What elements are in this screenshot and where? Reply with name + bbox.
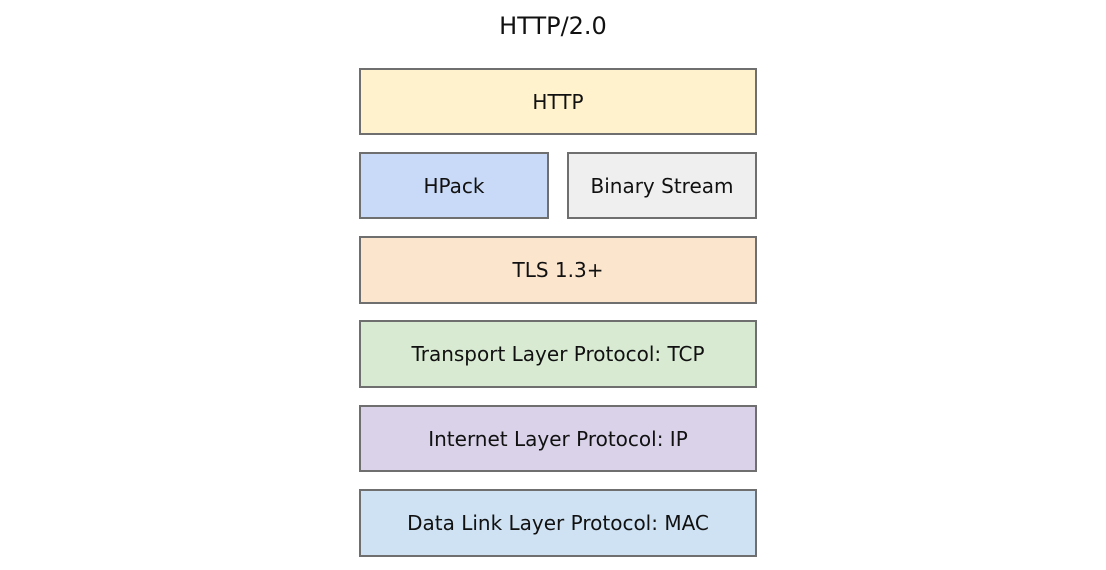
transport-layer-label: Transport Layer Protocol: TCP bbox=[411, 342, 705, 366]
transport-layer-box: Transport Layer Protocol: TCP bbox=[359, 320, 757, 388]
binary-stream-layer-box: Binary Stream bbox=[567, 152, 757, 219]
http-layer-box: HTTP bbox=[359, 68, 757, 135]
internet-layer-box: Internet Layer Protocol: IP bbox=[359, 405, 757, 472]
tls-layer-box: TLS 1.3+ bbox=[359, 236, 757, 304]
binary-stream-layer-label: Binary Stream bbox=[590, 173, 734, 198]
tls-layer-label: TLS 1.3+ bbox=[512, 258, 604, 282]
hpack-layer-label: HPack bbox=[423, 173, 485, 198]
data-link-layer-box: Data Link Layer Protocol: MAC bbox=[359, 489, 757, 557]
internet-layer-label: Internet Layer Protocol: IP bbox=[428, 426, 688, 451]
diagram-title: HTTP/2.0 bbox=[499, 12, 607, 40]
http-layer-label: HTTP bbox=[532, 89, 584, 114]
hpack-layer-box: HPack bbox=[359, 152, 549, 219]
data-link-layer-label: Data Link Layer Protocol: MAC bbox=[407, 511, 709, 535]
